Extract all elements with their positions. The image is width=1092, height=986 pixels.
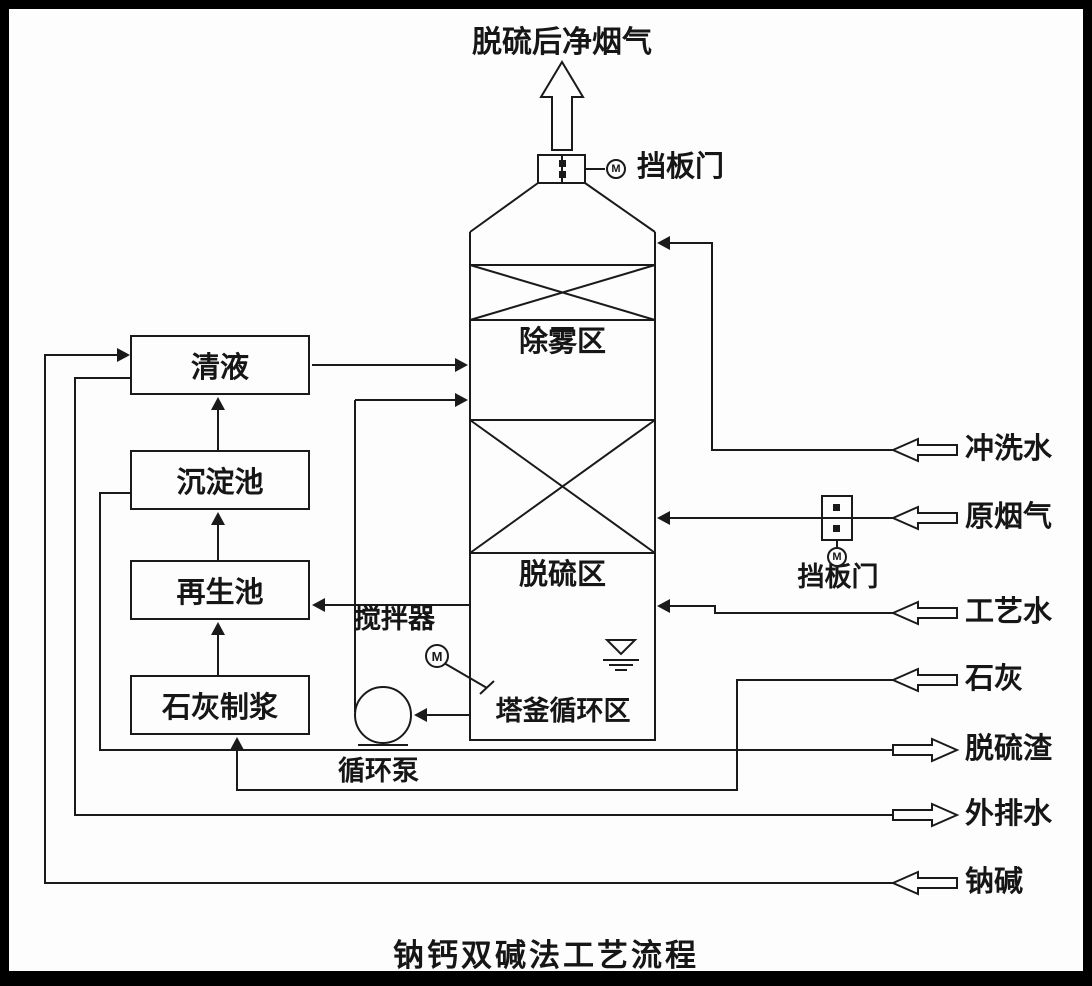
drain-water-label: 外排水 <box>965 798 1053 830</box>
damper-inlet-label: 挡板门 <box>797 562 879 592</box>
tank-regeneration-pool: 再生池 <box>130 560 310 620</box>
damper-top-label: 挡板门 <box>637 151 725 183</box>
raw-flue-gas-label: 原烟气 <box>965 501 1053 533</box>
agitator-label: 搅拌器 <box>354 604 435 634</box>
process-water-label: 工艺水 <box>965 596 1053 628</box>
top-damper-motor-icon: M <box>606 159 626 179</box>
clean-gas-outlet-arrow <box>539 60 585 151</box>
flushing-water-label: 冲洗水 <box>965 433 1053 465</box>
agitator-motor-icon: M <box>425 644 449 668</box>
sodium-alkali-label: 钠碱 <box>965 866 1024 898</box>
stream-hollow-arrows <box>890 437 960 896</box>
flow-lines <box>44 242 895 884</box>
desulfurization-zone-label: 脱硫区 <box>518 559 606 591</box>
clean-gas-outlet-label: 脱硫后净烟气 <box>472 26 652 59</box>
damper-and-pump-shapes <box>354 168 853 746</box>
lime-label: 石灰 <box>965 663 1024 695</box>
tank-clear-liquid: 清液 <box>130 335 310 395</box>
process-water-arrow <box>890 600 958 626</box>
desulfurization-slag-label: 脱硫渣 <box>965 733 1053 765</box>
lime-arrow <box>890 667 958 693</box>
slag-arrow <box>892 737 960 763</box>
demister-zone-label: 除雾区 <box>518 326 606 358</box>
raw-flue-gas-arrow <box>890 505 958 531</box>
drain-water-arrow <box>892 802 960 828</box>
diagram-title: 钠钙双碱法工艺流程 <box>393 938 699 973</box>
sump-zone-label: 塔釜循环区 <box>495 696 631 726</box>
circulation-pump-label: 循环泵 <box>338 756 419 786</box>
sodium-alkali-arrow <box>890 870 958 896</box>
arrowheads <box>117 160 840 750</box>
tank-sedimentation-pool: 沉淀池 <box>130 450 310 510</box>
tank-lime-slurry: 石灰制浆 <box>130 675 310 735</box>
tower-outline <box>469 154 656 741</box>
inlet-damper-motor-icon: M <box>827 547 847 567</box>
flushing-water-arrow <box>890 437 958 463</box>
